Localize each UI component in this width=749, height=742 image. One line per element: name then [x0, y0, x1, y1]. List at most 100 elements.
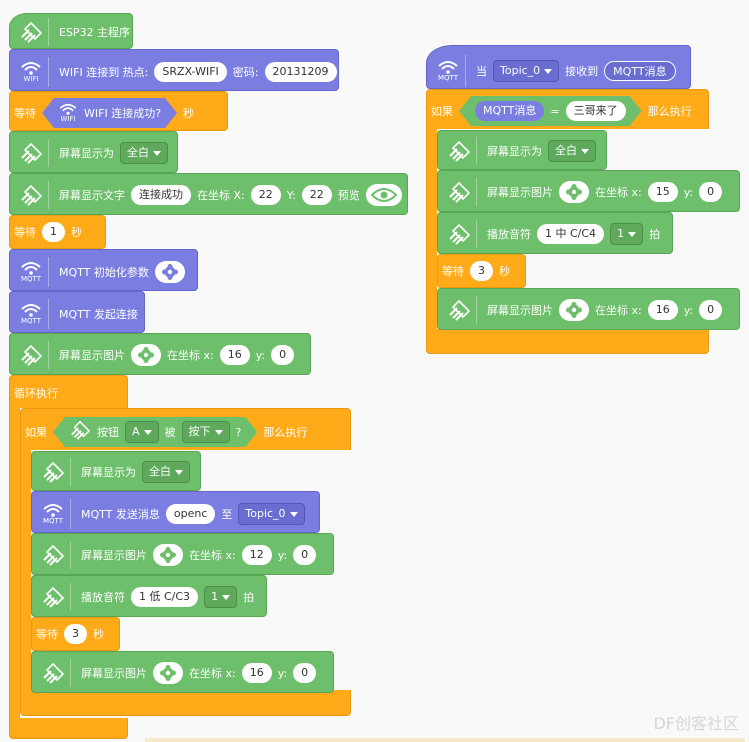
mqtt-icon-label: MQTT	[43, 517, 63, 525]
mqtt-send-label: MQTT 发送消息	[81, 508, 160, 521]
x-input[interactable]: 16	[241, 663, 272, 683]
topic-dropdown[interactable]: Topic_0	[238, 503, 305, 525]
show-image-block[interactable]: 屏幕显示图片 在坐标 x: 12 y: 0	[31, 533, 334, 575]
to-label: 至	[221, 508, 233, 521]
wait-seconds-block[interactable]: 等待 3 秒	[31, 617, 120, 651]
mqtt-icon: MQTT	[14, 299, 49, 329]
wifi-connect-block[interactable]: WIFI WIFI 连接到 热点: SRZX-WIFI 密码: 20131209	[9, 49, 339, 91]
button-pressed-condition[interactable]: 按钮 A 被 按下 ?	[53, 417, 257, 447]
esp32-board-icon	[36, 458, 71, 486]
seconds-input[interactable]: 1	[42, 222, 65, 242]
image-picker-icon[interactable]	[153, 662, 183, 684]
wait-until-block[interactable]: 等待 WIFI WIFI 连接成功? 秒	[9, 91, 228, 131]
wait-seconds-block[interactable]: 等待 3 秒	[437, 254, 526, 288]
image-picker-icon[interactable]	[131, 344, 161, 366]
y-input[interactable]: 0	[699, 300, 723, 320]
mqtt-connect-label: MQTT 发起连接	[59, 308, 138, 321]
screen-show-as-block[interactable]: 屏幕显示为 全白	[31, 451, 201, 491]
beat-dropdown[interactable]: 1	[204, 586, 238, 608]
gear-icon[interactable]	[154, 261, 185, 283]
button-dropdown[interactable]: A	[125, 421, 159, 443]
esp32-main-hat-block[interactable]: ESP32 主程序	[9, 13, 133, 49]
pressed-dropdown[interactable]: 按下	[182, 421, 230, 443]
y-input[interactable]: 22	[301, 185, 332, 205]
wifi-connected-condition[interactable]: WIFI WIFI 连接成功?	[42, 98, 177, 128]
image-picker-icon[interactable]	[559, 181, 589, 203]
mqtt-icon-label: MQTT	[21, 317, 41, 325]
mqtt-connect-block[interactable]: MQTT MQTT 发起连接	[9, 291, 145, 333]
seconds-input[interactable]: 3	[470, 261, 493, 281]
coord-x-label: 在坐标 x:	[595, 186, 642, 199]
seconds-input[interactable]: 3	[64, 624, 87, 644]
esp32-board-icon	[14, 18, 49, 46]
show-image-label: 屏幕显示图片	[81, 549, 147, 562]
eye-icon[interactable]	[365, 184, 402, 206]
beat-dropdown-value: 1	[617, 227, 625, 240]
button-dropdown-value: A	[132, 425, 140, 438]
note-input[interactable]: 1 低 C/C3	[131, 587, 199, 607]
esp32-board-icon	[442, 178, 477, 206]
beat-dropdown[interactable]: 1	[610, 223, 644, 245]
screen-show-as-block[interactable]: 屏幕显示为 全白	[9, 131, 178, 173]
chevron-down-icon	[144, 430, 152, 435]
wait-seconds-block[interactable]: 等待 1 秒	[9, 215, 106, 249]
mqtt-receive-hat-block[interactable]: MQTT 当 Topic_0 接收到 MQTT消息	[426, 45, 691, 89]
x-input[interactable]: 22	[250, 185, 281, 205]
compare-value-input[interactable]: 三哥来了	[566, 101, 626, 121]
image-picker-icon[interactable]	[153, 544, 183, 566]
screen-show-text-block[interactable]: 屏幕显示文字 连接成功 在坐标 X: 22 Y: 22 预览	[9, 173, 408, 215]
color-dropdown[interactable]: 全白	[120, 142, 168, 164]
esp32-board-icon	[14, 139, 49, 167]
y-input[interactable]: 0	[699, 182, 723, 202]
note-input[interactable]: 1 中 C/C4	[537, 224, 605, 244]
bottom-scroll-strip	[145, 738, 745, 742]
y-input[interactable]: 0	[293, 545, 317, 565]
wifi-icon: WIFI	[14, 57, 49, 87]
show-image-block[interactable]: 屏幕显示图片 在坐标 x: 15 y: 0	[437, 170, 740, 212]
topic-dropdown[interactable]: Topic_0	[493, 60, 560, 82]
chevron-down-icon	[175, 469, 183, 475]
mqtt-message-variable[interactable]: MQTT消息	[475, 101, 544, 121]
wifi-icon: WIFI	[58, 103, 78, 123]
chevron-down-icon	[153, 150, 161, 156]
x-input[interactable]: 15	[647, 182, 678, 202]
y-input[interactable]: 0	[271, 345, 295, 365]
beat-dropdown-value: 1	[211, 590, 219, 603]
esp32-board-icon	[442, 296, 477, 324]
coord-y-label: y:	[277, 666, 288, 680]
seconds-label: 秒	[93, 628, 104, 641]
image-picker-icon[interactable]	[559, 299, 589, 321]
mqtt-message-variable[interactable]: MQTT消息	[604, 61, 676, 81]
message-input[interactable]: openc	[165, 504, 216, 524]
equals-condition[interactable]: MQTT消息 = 三哥来了	[459, 96, 642, 126]
esp32-board-icon	[36, 659, 71, 687]
show-image-block[interactable]: 屏幕显示图片 在坐标 x: 16 y: 0	[9, 333, 311, 375]
y-input[interactable]: 0	[293, 663, 317, 683]
mqtt-icon: MQTT	[431, 55, 466, 87]
condition-label: WIFI 连接成功?	[84, 107, 162, 120]
ssid-input[interactable]: SRZX-WIFI	[154, 62, 227, 82]
x-input[interactable]: 16	[647, 300, 678, 320]
screen-show-as-label: 屏幕显示为	[487, 145, 542, 158]
play-tone-block[interactable]: 播放音符 1 低 C/C3 1 拍	[31, 575, 267, 617]
password-input[interactable]: 20131209	[264, 62, 337, 82]
show-image-block[interactable]: 屏幕显示图片 在坐标 x: 16 y: 0	[437, 288, 740, 330]
screen-show-as-block[interactable]: 屏幕显示为 全白	[437, 130, 607, 170]
seconds-label: 秒	[499, 265, 510, 278]
x-input[interactable]: 12	[241, 545, 272, 565]
show-image-label: 屏幕显示图片	[487, 304, 553, 317]
color-dropdown[interactable]: 全白	[142, 461, 190, 483]
color-dropdown[interactable]: 全白	[548, 140, 596, 162]
wait-label: 等待	[442, 265, 464, 278]
x-input[interactable]: 16	[219, 345, 250, 365]
mqtt-init-block[interactable]: MQTT MQTT 初始化参数	[9, 249, 198, 291]
esp32-board-icon	[442, 137, 477, 165]
wait-label: 等待	[14, 226, 36, 239]
text-input[interactable]: 连接成功	[131, 185, 191, 205]
equals-label: =	[550, 104, 560, 118]
mqtt-send-block[interactable]: MQTT MQTT 发送消息 openc 至 Topic_0	[31, 491, 320, 533]
wifi-connect-label: WIFI 连接到 热点:	[59, 66, 149, 79]
play-tone-block[interactable]: 播放音符 1 中 C/C4 1 拍	[437, 212, 673, 254]
chevron-down-icon	[544, 68, 553, 74]
show-image-block[interactable]: 屏幕显示图片 在坐标 x: 16 y: 0	[31, 651, 334, 693]
